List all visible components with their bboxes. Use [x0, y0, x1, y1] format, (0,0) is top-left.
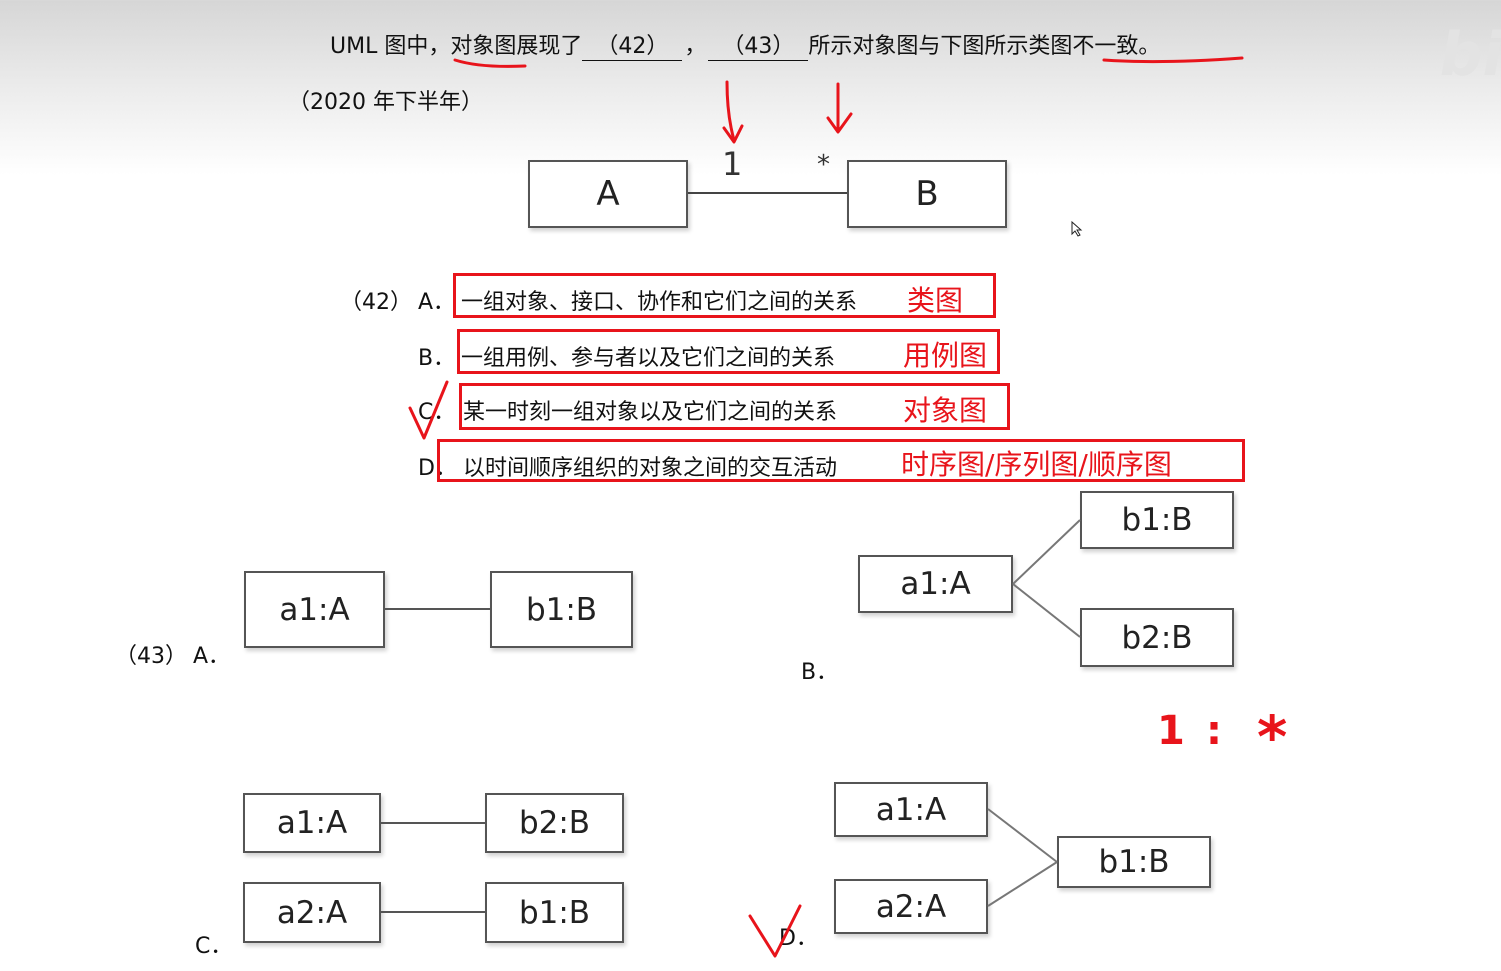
q43c-object-b1-label: b1:B	[518, 894, 591, 931]
q42-option-c-note: 对象图	[903, 394, 988, 427]
q42-option-b-letter: B．	[418, 346, 456, 371]
ratio-colon: :	[1206, 708, 1222, 754]
q42-option-b-note: 用例图	[903, 339, 988, 372]
q43b-object-b2-label: b2:B	[1121, 619, 1193, 656]
multiplicity-b: *	[817, 150, 830, 180]
question-prefix: UML 图中，对象图展现了	[330, 34, 583, 59]
q43b-object-a1: a1:A	[858, 555, 1013, 613]
class-a-label: A	[596, 174, 620, 214]
arrow-to-mult-1	[725, 80, 736, 142]
question-text: UML 图中，对象图展现了（42），（43）所示对象图与下图所示类图不一致。	[330, 28, 1160, 61]
q42-number: （42）	[340, 290, 412, 315]
checkmark-q42-c	[408, 380, 449, 440]
arrow-head-1	[722, 124, 744, 144]
q43a-object-a1: a1:A	[244, 571, 385, 648]
question-comma: ，	[684, 34, 707, 59]
ratio-many: *	[1257, 703, 1288, 771]
q43b-object-a1-label: a1:A	[900, 566, 971, 602]
q43d-object-b1: b1:B	[1057, 836, 1211, 888]
underline-object-diagram	[453, 58, 527, 68]
q43c-object-a1: a1:A	[243, 793, 381, 853]
q43d-link-top	[987, 808, 1058, 863]
q43c-object-b2-label: b2:B	[518, 805, 591, 841]
q43a-object-b1: b1:B	[490, 571, 633, 648]
q42-option-b-text: 一组用例、参与者以及它们之间的关系	[461, 346, 836, 371]
class-b-box: B	[847, 160, 1007, 228]
q43d-object-a2: a2:A	[834, 879, 988, 934]
q43d-object-b1-label: b1:B	[1098, 844, 1170, 880]
mouse-cursor-icon	[1071, 220, 1083, 237]
q43a-object-a1-label: a1:A	[279, 591, 350, 628]
q43-number: （43）	[115, 644, 187, 669]
underline-inconsistent	[1102, 56, 1244, 64]
q43c-object-b2: b2:B	[485, 793, 624, 853]
q42-option-a-note: 类图	[907, 284, 964, 317]
question-suffix: 所示对象图与下图所示类图不一致。	[808, 34, 1161, 59]
q43b-object-b1-label: b1:B	[1121, 502, 1193, 538]
multiplicity-a: 1	[722, 145, 743, 183]
blank-43: （43）	[708, 28, 809, 61]
q43c-object-a1-label: a1:A	[276, 805, 348, 841]
blank-42: （42）	[582, 28, 683, 61]
class-a-box: A	[528, 160, 688, 228]
q43a-object-b1-label: b1:B	[525, 591, 598, 628]
q42-option-d-highlight	[437, 439, 1245, 482]
q42-option-d-note: 时序图/序列图/顺序图	[901, 448, 1172, 481]
q43b-link-bottom	[1012, 583, 1081, 638]
q43c-object-b1: b1:B	[485, 882, 624, 943]
q43b-link-top	[1012, 519, 1081, 585]
q43-option-c-letter: C．	[195, 934, 233, 959]
q42-option-b-highlight	[457, 329, 1000, 374]
arrow-head-many	[826, 112, 853, 134]
q43d-link-bottom	[987, 861, 1058, 907]
q43b-object-b1: b1:B	[1080, 491, 1234, 549]
q43-option-a-letter: A．	[193, 644, 231, 669]
q43b-object-b2: b2:B	[1080, 608, 1234, 667]
checkmark-q43-d	[748, 904, 802, 958]
q43d-object-a1: a1:A	[834, 782, 988, 837]
q43-option-b-letter: B．	[801, 660, 839, 685]
q42-option-a-letter: A．	[418, 290, 456, 315]
q43c-object-a2-label: a2:A	[276, 894, 348, 931]
q42-option-c-highlight	[459, 383, 1010, 430]
q42-option-a-text: 一组对象、接口、协作和它们之间的关系	[461, 290, 858, 315]
ratio-one: 1	[1157, 708, 1185, 754]
q42-option-a-highlight	[453, 273, 996, 318]
q43c-object-a2: a2:A	[243, 882, 381, 943]
question-year: （2020 年下半年）	[288, 90, 483, 115]
q43-option-d-letter: D．	[779, 926, 818, 951]
q43d-object-a2-label: a2:A	[875, 888, 947, 925]
q43d-object-a1-label: a1:A	[875, 791, 947, 828]
class-b-label: B	[915, 174, 939, 214]
q42-option-d-text: 以时间顺序组织的对象之间的交互活动	[463, 456, 838, 481]
q42-option-c-text: 某一时刻一组对象以及它们之间的关系	[463, 400, 838, 425]
